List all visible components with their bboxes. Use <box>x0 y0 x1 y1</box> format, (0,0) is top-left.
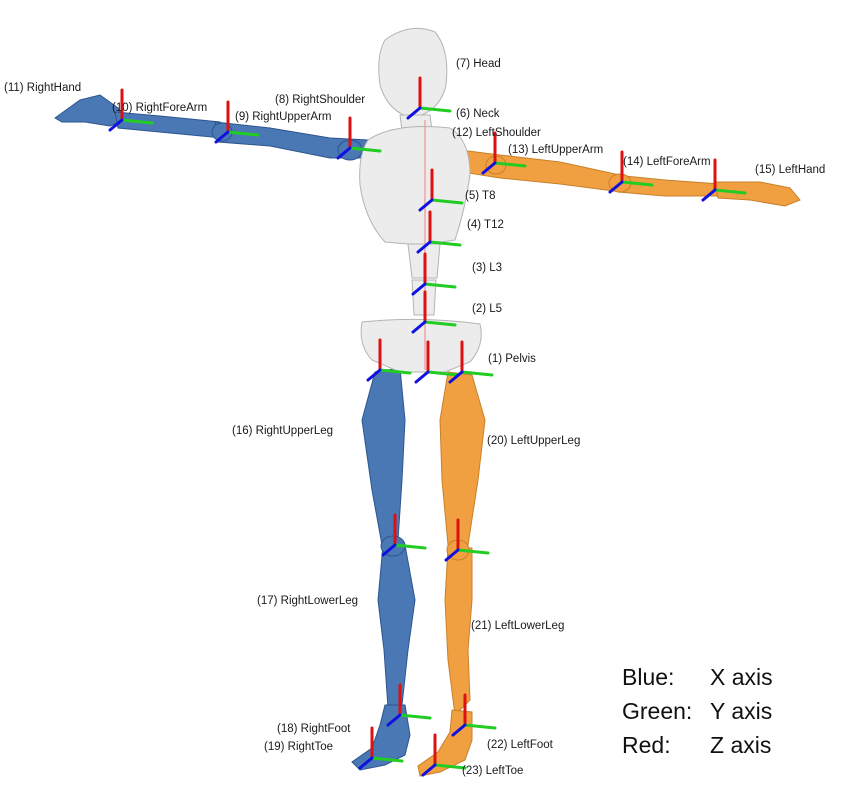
y-axis-line <box>620 180 654 187</box>
x-axis-line <box>444 548 460 562</box>
y-axis-line <box>430 198 464 205</box>
y-axis-line <box>433 763 467 770</box>
label-head: (7) Head <box>456 58 501 70</box>
label-right-lower-leg: (17) RightLowerLeg <box>257 595 358 607</box>
label-left-upper-arm: (13) LeftUpperArm <box>508 144 603 156</box>
x-axis-line <box>386 713 402 727</box>
y-axis-line <box>348 146 382 153</box>
label-left-lower-leg: (21) LeftLowerLeg <box>471 620 564 632</box>
y-axis-line <box>428 240 462 247</box>
label-t8: (5) T8 <box>465 190 495 202</box>
left-arm-mesh <box>459 149 801 207</box>
legend-row-y: Green: Y axis <box>622 694 822 728</box>
x-axis-line <box>108 118 124 132</box>
x-axis-line <box>381 543 397 557</box>
legend-value: Z axis <box>710 732 772 758</box>
y-axis-line <box>398 713 432 720</box>
x-axis-line <box>411 282 427 296</box>
y-axis-line <box>423 320 457 327</box>
left-leg-mesh <box>417 371 486 777</box>
legend-row-x: Blue: X axis <box>622 660 822 694</box>
joint-axes <box>108 76 747 777</box>
label-left-shoulder: (12) LeftShoulder <box>452 127 541 139</box>
label-left-fore-arm: (14) LeftForeArm <box>623 156 711 168</box>
legend-key: Green: <box>622 698 693 724</box>
legend-key: Red: <box>622 732 671 758</box>
label-right-hand: (11) RightHand <box>4 82 81 94</box>
x-axis-line <box>416 240 432 254</box>
legend-value: Y axis <box>710 698 773 724</box>
x-axis-line <box>406 106 422 120</box>
y-axis-line <box>426 370 460 377</box>
legend-value: X axis <box>710 664 773 690</box>
x-axis-line <box>448 370 464 384</box>
y-axis-line <box>463 723 497 730</box>
label-right-upper-leg: (16) RightUpperLeg <box>232 425 333 437</box>
right-leg-mesh <box>351 367 416 771</box>
x-axis-line <box>336 146 352 160</box>
label-right-shoulder: (8) RightShoulder <box>275 94 365 106</box>
legend-key: Blue: <box>622 664 675 690</box>
label-right-fore-arm: (10) RightForeArm <box>112 102 207 114</box>
label-left-foot: (22) LeftFoot <box>487 739 554 751</box>
y-axis-line <box>713 188 747 195</box>
y-axis-line <box>378 368 412 375</box>
x-axis-line <box>411 320 427 334</box>
label-l3: (3) L3 <box>472 262 502 274</box>
y-axis-line <box>456 548 490 555</box>
x-axis-line <box>358 756 374 770</box>
legend-row-z: Red: Z axis <box>622 728 822 762</box>
torso-mesh <box>359 27 482 373</box>
y-axis-line <box>493 161 527 168</box>
y-axis-line <box>226 130 260 137</box>
body-model <box>54 27 801 777</box>
x-axis-line <box>451 723 467 737</box>
y-axis-line <box>423 282 457 289</box>
x-axis-line <box>414 370 430 384</box>
x-axis-line <box>701 188 717 202</box>
x-axis-line <box>421 763 437 777</box>
label-left-toe: (23) LeftToe <box>462 765 523 777</box>
label-left-hand: (15) LeftHand <box>755 164 825 176</box>
x-axis-line <box>481 161 497 175</box>
x-axis-line <box>214 130 230 144</box>
label-pelvis: (1) Pelvis <box>488 353 536 365</box>
x-axis-line <box>366 368 382 382</box>
y-axis-line <box>370 756 404 763</box>
label-t12: (4) T12 <box>467 219 504 231</box>
x-axis-line <box>418 198 434 212</box>
label-right-toe: (19) RightToe <box>264 741 333 753</box>
x-axis-line <box>608 180 624 194</box>
label-left-upper-leg: (20) LeftUpperLeg <box>487 435 580 447</box>
segment-labels: (1) Pelvis (2) L5 (3) L3 (4) T12 (5) T8 … <box>4 58 825 777</box>
y-axis-line <box>393 543 427 550</box>
label-right-foot: (18) RightFoot <box>277 723 351 735</box>
label-right-upper-arm: (9) RightUpperArm <box>235 111 332 123</box>
axis-legend: Blue: X axis Green: Y axis Red: Z axis <box>622 660 822 762</box>
y-axis-line <box>460 370 494 377</box>
label-l5: (2) L5 <box>472 303 502 315</box>
y-axis-line <box>120 118 154 125</box>
right-arm-mesh <box>54 94 369 161</box>
y-axis-line <box>418 106 452 113</box>
label-neck: (6) Neck <box>456 108 500 120</box>
